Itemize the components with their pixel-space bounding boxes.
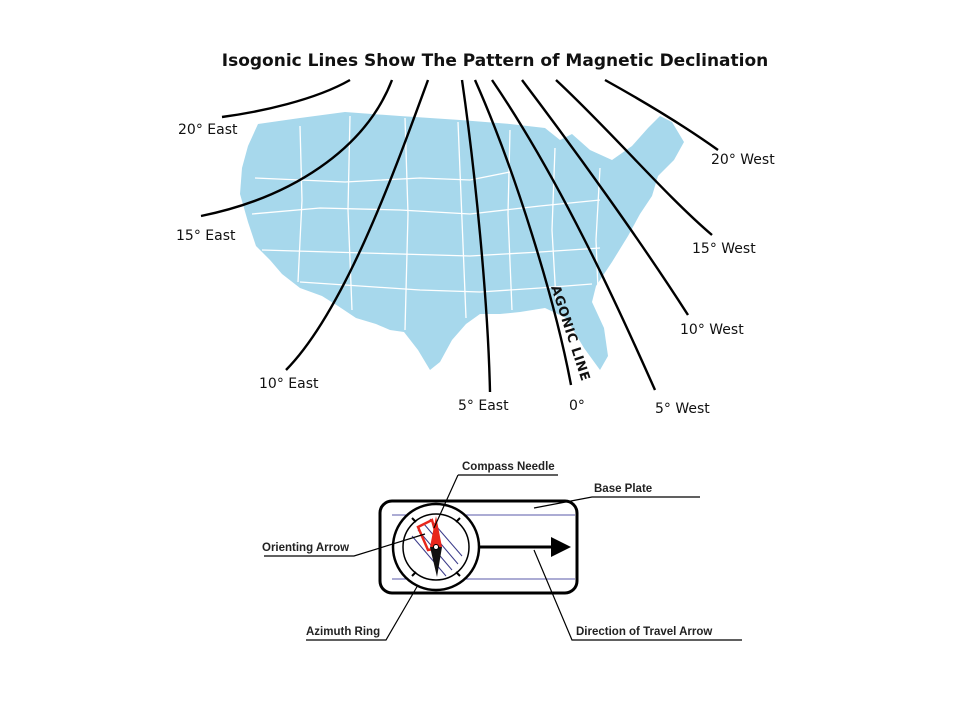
isogonic-line-20-east <box>221 78 351 119</box>
label-20-east: 20° East <box>178 122 238 138</box>
needle-pivot <box>433 544 439 550</box>
isogonic-line-20-west <box>604 78 719 151</box>
azimuth-ticks <box>411 517 461 577</box>
map-boundary-line <box>404 117 409 331</box>
label-base-plate: Base Plate <box>594 483 652 495</box>
isogonic-line-15-west <box>555 79 713 236</box>
map-boundary-line <box>595 167 601 291</box>
label-5-east: 5° East <box>458 398 509 414</box>
label-20-west: 20° West <box>711 152 775 168</box>
label-travel-arrow: Direction of Travel Arrow <box>576 626 712 638</box>
us-map-outline <box>240 112 684 370</box>
map-boundary-line <box>551 147 557 301</box>
label-0: 0° <box>569 398 585 414</box>
map-boundary-line <box>261 247 601 257</box>
isogonic-line-5-west <box>491 79 657 391</box>
label-compass-needle: Compass Needle <box>462 461 555 473</box>
isogonic-line-agonic <box>473 79 573 386</box>
isogonic-line-5-east <box>460 79 492 393</box>
label-15-west: 15° West <box>692 241 756 257</box>
map-boundary-line <box>251 199 601 215</box>
needle-south <box>430 547 442 577</box>
isogonic-lines <box>200 78 719 393</box>
map-boundary-line <box>507 129 513 311</box>
isogonic-line-10-east <box>285 79 430 371</box>
leader-lines <box>264 474 742 641</box>
page-title: Isogonic Lines Show The Pattern of Magne… <box>222 51 769 71</box>
map-boundary-line <box>347 115 353 311</box>
compass-diagram: Compass Needle Base Plate Orienting Arro… <box>262 461 742 641</box>
label-azimuth-ring: Azimuth Ring <box>306 626 380 638</box>
map-boundary-line <box>457 121 467 319</box>
travel-arrow-head <box>551 537 571 557</box>
label-5-west: 5° West <box>655 401 710 417</box>
isogonic-line-10-west <box>521 79 690 316</box>
label-orienting-arrow: Orienting Arrow <box>262 542 349 554</box>
map-boundary-line <box>254 171 511 183</box>
map-boundary-line <box>297 125 303 283</box>
label-10-east: 10° East <box>259 376 319 392</box>
label-10-west: 10° West <box>680 322 744 338</box>
us-map <box>240 112 684 370</box>
isogonic-line-15-east <box>200 79 394 218</box>
needle-north <box>430 516 442 547</box>
label-15-east: 15° East <box>176 228 236 244</box>
